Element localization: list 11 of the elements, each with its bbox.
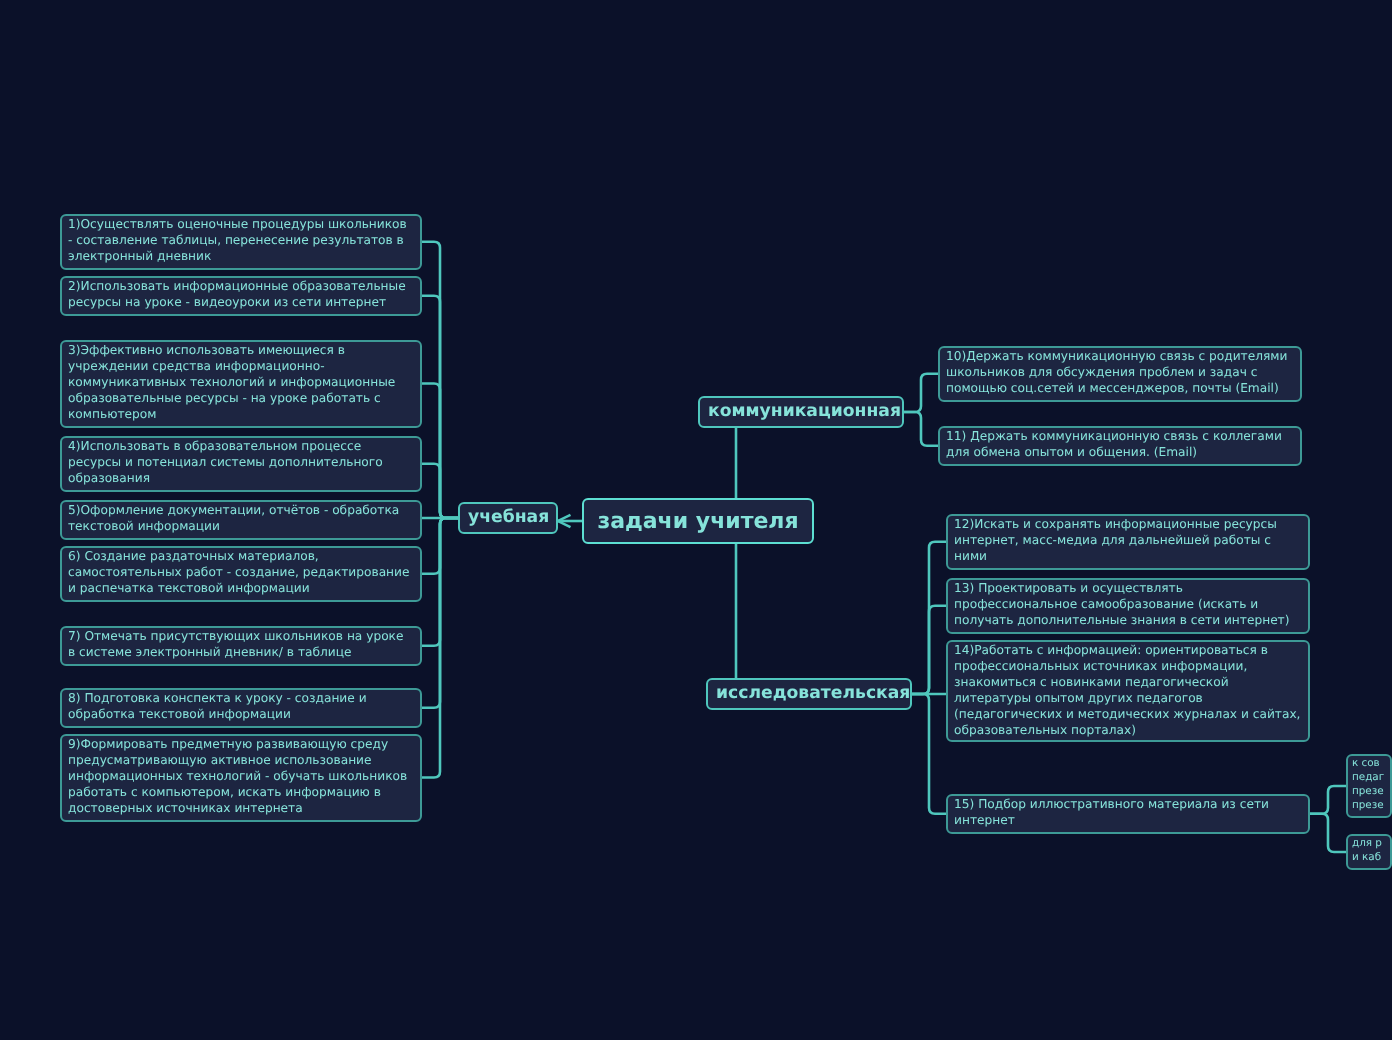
branch-topic: коммуникационная <box>698 396 904 428</box>
connector <box>734 428 738 498</box>
connector <box>734 544 738 678</box>
connector <box>1310 812 1346 854</box>
branch-topic: учебная <box>458 502 558 534</box>
connector <box>422 516 458 779</box>
branch-topic: исследовательская <box>706 678 912 710</box>
central-topic: задачи учителя <box>582 498 814 544</box>
connector <box>556 513 582 529</box>
connector <box>904 410 938 448</box>
connector <box>912 692 946 816</box>
